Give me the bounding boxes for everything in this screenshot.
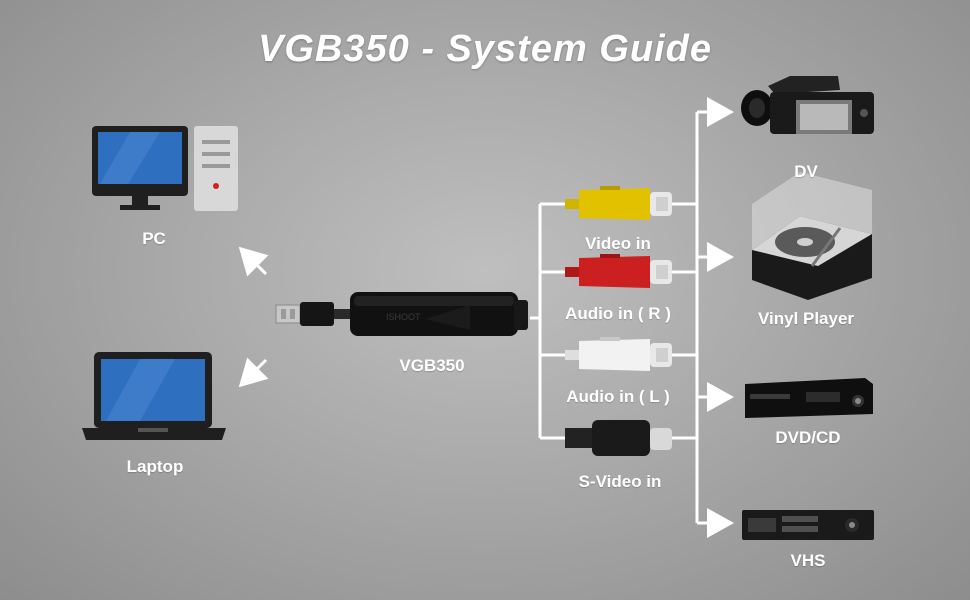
pc-label: PC — [142, 229, 166, 248]
device-body-print: ISHOOT — [386, 312, 421, 322]
rca-yellow-plug-icon — [565, 186, 672, 220]
dvd-cd-label: DVD/CD — [775, 428, 841, 447]
s-video-in-label: S-Video in — [578, 472, 662, 491]
device-label: VGB350 — [399, 356, 465, 375]
rca-white-plug-icon — [565, 337, 672, 371]
audio-in-r-label: Audio in ( R ) — [565, 304, 671, 323]
rca-red-plug-icon — [565, 254, 672, 288]
laptop-label: Laptop — [126, 457, 184, 476]
dv-label: DV — [794, 162, 818, 181]
video-in-label: Video in — [585, 234, 651, 253]
vhs-label: VHS — [790, 551, 826, 570]
s-video-plug-icon — [565, 420, 672, 456]
page-title: VGB350 - System Guide — [258, 28, 712, 70]
vinyl-player-label: Vinyl Player — [757, 309, 855, 328]
audio-in-l-label: Audio in ( L ) — [566, 387, 670, 406]
arrow-to-laptop — [238, 357, 269, 388]
arrow-to-pc — [238, 246, 269, 277]
device-input-trunk — [530, 204, 542, 438]
